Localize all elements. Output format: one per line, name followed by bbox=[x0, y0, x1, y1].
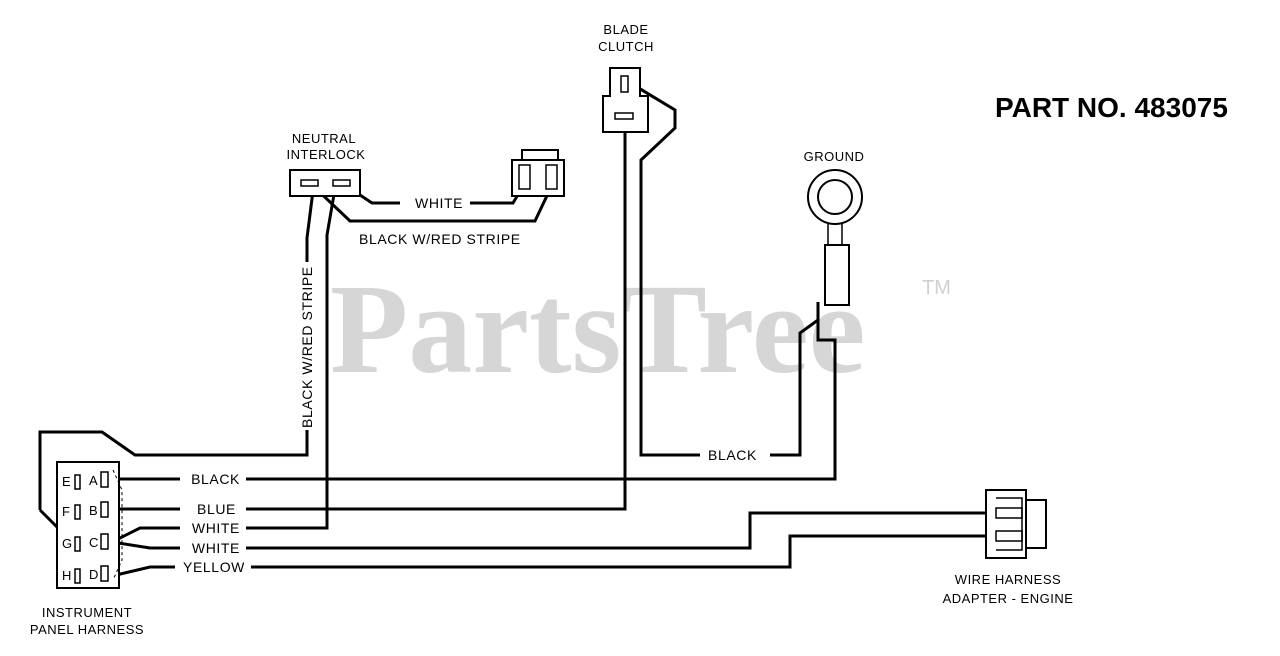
pin-label-b: B bbox=[89, 503, 98, 518]
wire-black-clutch bbox=[631, 82, 819, 457]
blade-clutch-label-1: BLADE bbox=[603, 22, 648, 37]
wire-harness-label-2: ADAPTER - ENGINE bbox=[943, 591, 1074, 606]
ground-label: GROUND bbox=[804, 149, 865, 164]
wire-white-c2 bbox=[111, 511, 990, 550]
neutral-interlock-label-2: INTERLOCK bbox=[287, 147, 366, 162]
wire-white-c1 bbox=[111, 182, 338, 544]
instrument-panel-connector bbox=[56, 461, 123, 589]
wire-label-blue-b: BLUE bbox=[197, 501, 236, 517]
wire-blue-b bbox=[112, 118, 627, 511]
wire-black-red-horizontal bbox=[308, 181, 555, 223]
watermark-trademark: TM bbox=[922, 277, 951, 299]
wire-label-black-red-horizontal: BLACK W/RED STRIPE bbox=[359, 231, 521, 247]
instrument-panel-label-1: INSTRUMENT bbox=[42, 605, 132, 620]
wire-label-white-c1: WHITE bbox=[192, 520, 240, 536]
wire-label-white-top: WHITE bbox=[415, 195, 463, 211]
wire-black-red-vertical bbox=[38, 182, 316, 510]
instrument-panel-label-2: PANEL HARNESS bbox=[30, 622, 144, 637]
ground-terminal bbox=[807, 169, 863, 306]
wire-label-black-red-vertical: BLACK W/RED STRIPE bbox=[299, 266, 315, 428]
wire-black-a bbox=[112, 302, 837, 481]
pin-label-e: E bbox=[62, 474, 71, 489]
neutral-interlock-switch bbox=[289, 169, 361, 197]
pin-label-g: G bbox=[62, 536, 72, 551]
wire-label-black-a: BLACK bbox=[191, 471, 240, 487]
wire-label-black-clutch: BLACK bbox=[708, 447, 757, 463]
wire-harness-label-1: WIRE HARNESS bbox=[955, 572, 1061, 587]
wire-yellow-d bbox=[111, 534, 990, 578]
pin-label-a: A bbox=[89, 473, 98, 488]
wire-label-white-c2: WHITE bbox=[192, 540, 240, 556]
blade-clutch-label-2: CLUTCH bbox=[598, 39, 654, 54]
watermark-text: PartsTree bbox=[330, 258, 865, 400]
pin-label-d: D bbox=[89, 567, 98, 582]
interlock-connector bbox=[511, 149, 565, 197]
engine-harness-connector bbox=[985, 489, 1047, 559]
pin-label-f: F bbox=[62, 504, 70, 519]
blade-clutch-connector bbox=[602, 67, 649, 133]
pin-label-c: C bbox=[89, 535, 98, 550]
pin-label-h: H bbox=[62, 568, 71, 583]
neutral-interlock-label-1: NEUTRAL bbox=[292, 131, 356, 146]
wire-label-yellow-d: YELLOW bbox=[183, 559, 245, 575]
part-number: PART NO. 483075 bbox=[995, 92, 1228, 123]
